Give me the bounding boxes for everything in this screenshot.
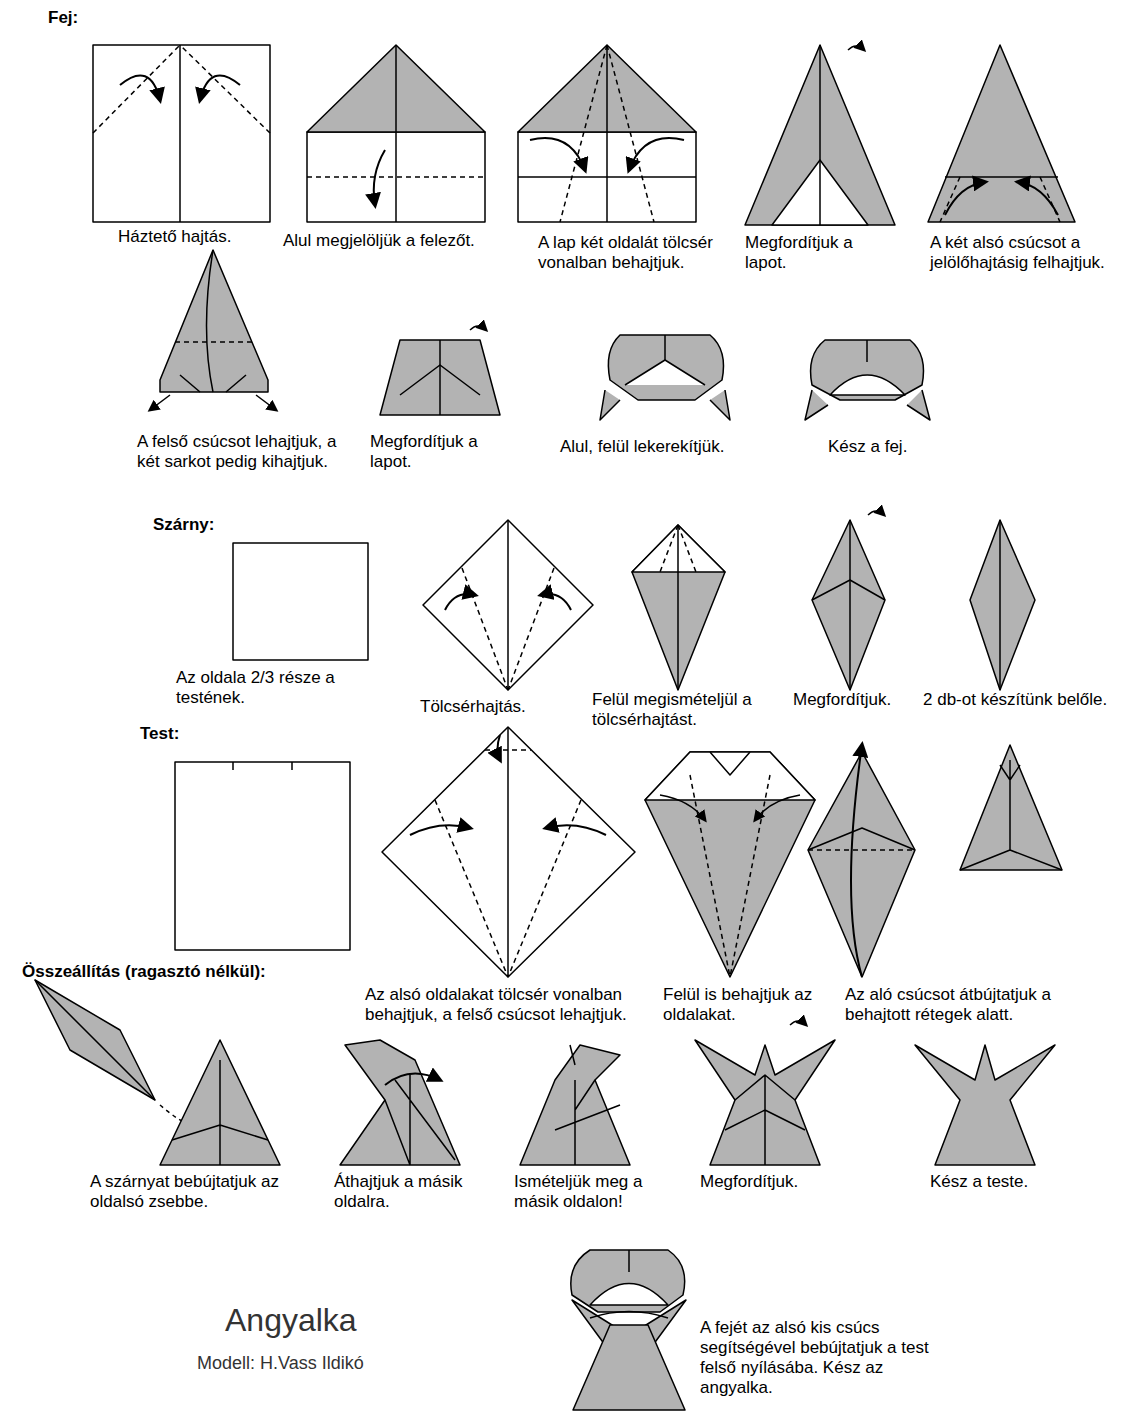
step-caption: Az oldala 2/3 része a testének. bbox=[176, 668, 366, 708]
section-heading: Szárny: bbox=[153, 515, 214, 535]
section-heading: Összeállítás (ragasztó nélkül): bbox=[22, 962, 266, 982]
step-caption: Megfordítjuk. bbox=[793, 690, 891, 710]
section-heading: Test: bbox=[140, 724, 179, 744]
step-caption: Alul megjelöljük a felezőt. bbox=[283, 231, 475, 251]
step-caption: 2 db-ot készítünk belőle. bbox=[923, 690, 1108, 710]
step-caption: Az alsó oldalakat tölcsér vonalban behaj… bbox=[365, 985, 665, 1025]
step-caption: Alul, felül lekerekítjük. bbox=[560, 437, 724, 457]
step-caption: Kész a fej. bbox=[828, 437, 907, 457]
section-heading: Fej: bbox=[48, 8, 78, 28]
step-caption: Az aló csúcsot átbújtatjuk a behajtott r… bbox=[845, 985, 1095, 1025]
step-caption: Kész a teste. bbox=[930, 1172, 1028, 1192]
step-caption: A szárnyat bebújtatjuk az oldalsó zsebbe… bbox=[90, 1172, 330, 1212]
step-caption: A fejét az alsó kis csúcs segítségével b… bbox=[700, 1318, 960, 1398]
step-caption: Felül megismételjül a tölcsérhajtást. bbox=[592, 690, 792, 730]
step-caption: A lap két oldalát tölcsér vonalban behaj… bbox=[538, 233, 713, 273]
step-caption: Tölcsérhajtás. bbox=[420, 697, 526, 717]
model-author: Modell: H.Vass Ildikó bbox=[197, 1352, 364, 1374]
step-caption: Megfordítjuk a lapot. bbox=[745, 233, 895, 273]
step-caption: Megfordítjuk a lapot. bbox=[370, 432, 520, 472]
step-caption: Háztető hajtás. bbox=[118, 227, 231, 247]
step-caption: Áthajtjuk a másik oldalra. bbox=[334, 1172, 504, 1212]
step-caption: Megfordítjuk. bbox=[700, 1172, 798, 1192]
model-title: Angyalka bbox=[225, 1302, 357, 1338]
step-caption: Ismételjük meg a másik oldalon! bbox=[514, 1172, 684, 1212]
step-caption: A felső csúcsot lehajtjuk, a két sarkot … bbox=[137, 432, 352, 472]
step-caption: A két alsó csúcsot a jelölőhajtásig felh… bbox=[930, 233, 1115, 273]
step-caption: Felül is behajtjuk az oldalakat. bbox=[663, 985, 838, 1025]
